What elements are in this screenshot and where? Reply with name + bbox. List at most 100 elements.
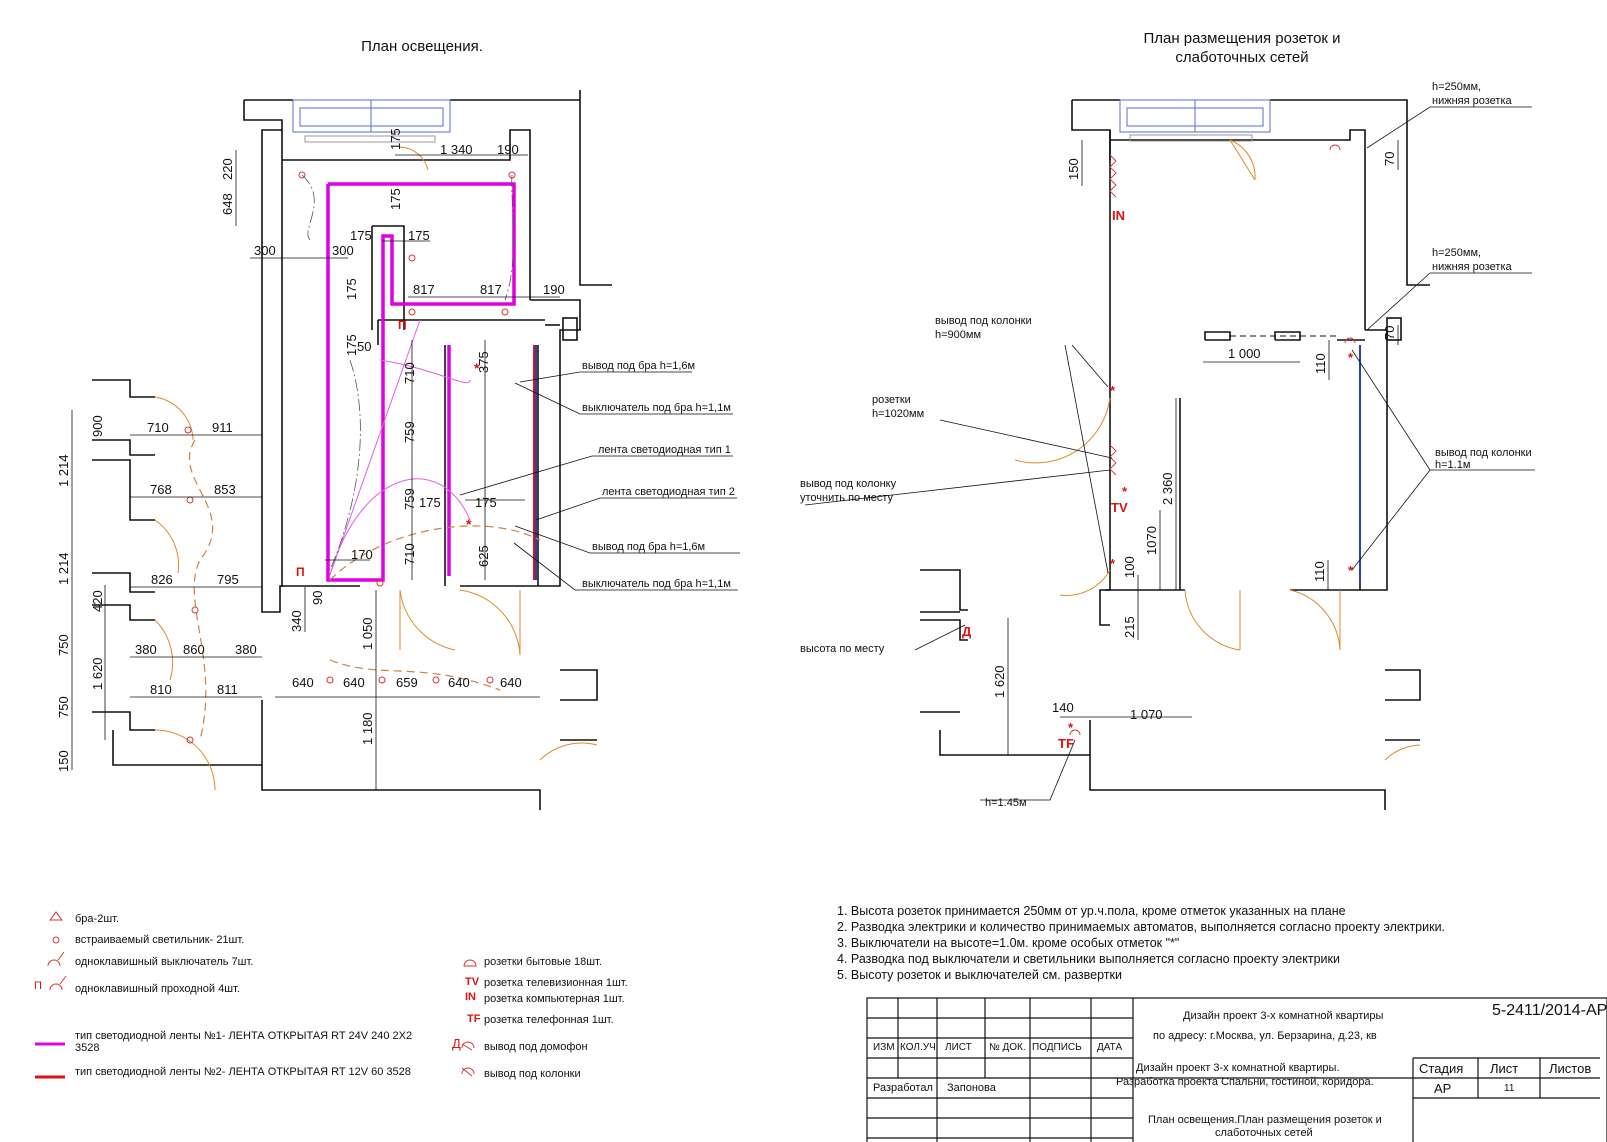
dim-750b: 750 bbox=[56, 696, 71, 718]
dim-640d: 640 bbox=[500, 675, 522, 690]
stamp-sheet: 11 bbox=[1504, 1083, 1515, 1094]
legend-r2-mark: IN bbox=[465, 991, 476, 1003]
stamp-sheet-title-2: слаботочных сетей bbox=[1215, 1127, 1313, 1139]
dim-900: 900 bbox=[90, 415, 105, 437]
dim-1180: 1 180 bbox=[360, 712, 375, 745]
mark-in: IN bbox=[1112, 208, 1125, 223]
rdim-110a: 110 bbox=[1313, 353, 1328, 374]
dim-759b: 759 bbox=[402, 488, 417, 510]
right-dimension-lines bbox=[1007, 140, 1399, 755]
dim-911: 911 bbox=[212, 420, 233, 435]
legend-r0: розетки бытовые 18шт. bbox=[484, 956, 602, 968]
mark-tv: TV bbox=[1111, 500, 1128, 515]
rdim-100: 100 bbox=[1122, 556, 1137, 578]
left-doors bbox=[154, 146, 598, 791]
dim-811: 811 bbox=[217, 682, 238, 697]
left-dimensions: 1 340 190 175 175 220 648 300 300 175 17… bbox=[56, 128, 565, 772]
dim-853: 853 bbox=[214, 482, 236, 497]
star-r5: * bbox=[1348, 563, 1354, 578]
dim-648: 648 bbox=[220, 193, 235, 215]
left-walls bbox=[92, 90, 612, 810]
dim-150: 150 bbox=[56, 750, 71, 772]
mark-d: Д bbox=[962, 624, 972, 639]
dim-220: 220 bbox=[220, 158, 235, 180]
title-block-grid bbox=[866, 997, 1607, 1142]
rdim-2360: 2 360 bbox=[1160, 472, 1175, 505]
right-red-marks: IN TV Д TF * * * * * * bbox=[962, 208, 1354, 751]
dim-710c: 710 bbox=[147, 420, 169, 435]
note-1: 1. Высота розеток принимается 250мм от у… bbox=[837, 904, 1346, 918]
dim-175g: 175 bbox=[419, 495, 441, 510]
left-window bbox=[292, 99, 451, 143]
star-r3: * bbox=[1110, 556, 1116, 571]
dim-1620: 1 620 bbox=[90, 657, 105, 690]
rdim-110b: 110 bbox=[1312, 561, 1327, 582]
rdim-215: 215 bbox=[1122, 616, 1137, 638]
light-wiring-dashdot bbox=[301, 174, 514, 571]
note-3: 3. Выключатели на высоте=1.0м. кроме осо… bbox=[837, 936, 1180, 950]
rc-vysota: высота по месту bbox=[800, 643, 885, 655]
recessed-lights bbox=[184, 171, 516, 744]
dim-420: 420 bbox=[90, 590, 105, 612]
dim-90: 90 bbox=[310, 591, 325, 605]
legend-pass-switch: одноклавишный проходной 4шт. bbox=[75, 983, 240, 995]
dim-826: 826 bbox=[151, 572, 173, 587]
rdim-70a: 70 bbox=[1382, 152, 1397, 166]
stamp-stage-label: Стадия bbox=[1419, 1061, 1464, 1076]
rc-h250-1a: h=250мм, bbox=[1432, 81, 1481, 93]
led-strip-type1 bbox=[326, 182, 516, 582]
dim-300a: 300 bbox=[254, 243, 276, 258]
dim-750a: 750 bbox=[56, 634, 71, 656]
rdim-70b: 70 bbox=[1382, 326, 1397, 340]
stamp-sheets-label: Листов bbox=[1549, 1061, 1592, 1076]
star-r6: * bbox=[1068, 720, 1074, 735]
dim-340: 340 bbox=[289, 610, 304, 632]
stamp-code: 5-2411/2014-АР bbox=[1492, 1002, 1607, 1019]
rdim-1070a: 1070 bbox=[1144, 526, 1159, 555]
right-dimensions: 150 70 1 000 110 70 2 360 1070 100 110 2… bbox=[992, 152, 1397, 722]
stamp-desc-1: Дизайн проект 3-х комнатной квартиры. bbox=[1136, 1062, 1340, 1074]
right-callout-leaders bbox=[804, 106, 1535, 801]
dim-170: 170 bbox=[351, 547, 373, 562]
dim-175h: 175 bbox=[475, 495, 497, 510]
dim-659: 659 bbox=[396, 675, 418, 690]
legend-r4-mark: Д bbox=[452, 1036, 461, 1051]
note-4: 4. Разводка под выключатели и светильник… bbox=[837, 952, 1340, 966]
stamp-project-2: по адресу: г.Москва, ул. Берзарина, д.23… bbox=[1153, 1030, 1377, 1042]
rdim-1070b: 1 070 bbox=[1130, 707, 1163, 722]
star-r4: * bbox=[1348, 350, 1354, 365]
right-callouts: h=250мм, нижняя розетка h=250мм, нижняя … bbox=[800, 81, 1532, 809]
callout-bra-2: вывод под бра h=1,6м bbox=[592, 541, 705, 553]
rdim-1620: 1 620 bbox=[992, 665, 1007, 698]
dim-817a: 817 bbox=[413, 282, 435, 297]
right-window bbox=[1119, 99, 1271, 142]
dim-759a: 759 bbox=[402, 421, 417, 443]
dim-768: 768 bbox=[150, 482, 172, 497]
rc-h145: h=1.45м bbox=[985, 797, 1027, 809]
dim-1214a: 1 214 bbox=[56, 454, 71, 487]
stamp-col-sign: ПОДПИСЬ bbox=[1032, 1042, 1082, 1053]
dim-1340: 1 340 bbox=[440, 142, 473, 157]
legend-r1-mark: TV bbox=[465, 976, 480, 988]
rc-h250-2b: нижняя розетка bbox=[1432, 261, 1512, 273]
legend-pass-mark: П bbox=[34, 980, 42, 992]
callout-switch-1: выключатель под бра h=1,1м bbox=[582, 402, 731, 414]
dim-190a: 190 bbox=[497, 142, 519, 157]
star-mark-2: * bbox=[466, 516, 472, 532]
dim-175b: 175 bbox=[388, 188, 403, 210]
rc-kolonku-a: вывод под колонку bbox=[800, 478, 897, 490]
stamp-desc-2: Разработка проекта Спальни, гостиной, ко… bbox=[1116, 1076, 1374, 1088]
title-block: 5-2411/2014-АР Дизайн проект 3-х комнатн… bbox=[867, 998, 1607, 1142]
left-plan-title: План освещения. bbox=[361, 38, 483, 55]
legend-r2: розетка компьютерная 1шт. bbox=[484, 993, 625, 1005]
right-doors bbox=[1014, 139, 1421, 761]
dim-710b: 710 bbox=[402, 543, 417, 565]
dim-175f: 175 bbox=[344, 334, 359, 356]
stamp-project-1: Дизайн проект 3-х комнатной квартиры bbox=[1183, 1010, 1384, 1022]
dim-1050: 1 050 bbox=[360, 617, 375, 650]
note-2: 2. Разводка электрики и количество прини… bbox=[837, 920, 1446, 934]
rc-colonki2-a: вывод под колонки bbox=[1435, 447, 1532, 459]
rdim-1000: 1 000 bbox=[1228, 346, 1261, 361]
rc-rozetki-b: h=1020мм bbox=[872, 408, 924, 420]
rc-colonki-a: вывод под колонки bbox=[935, 315, 1032, 327]
